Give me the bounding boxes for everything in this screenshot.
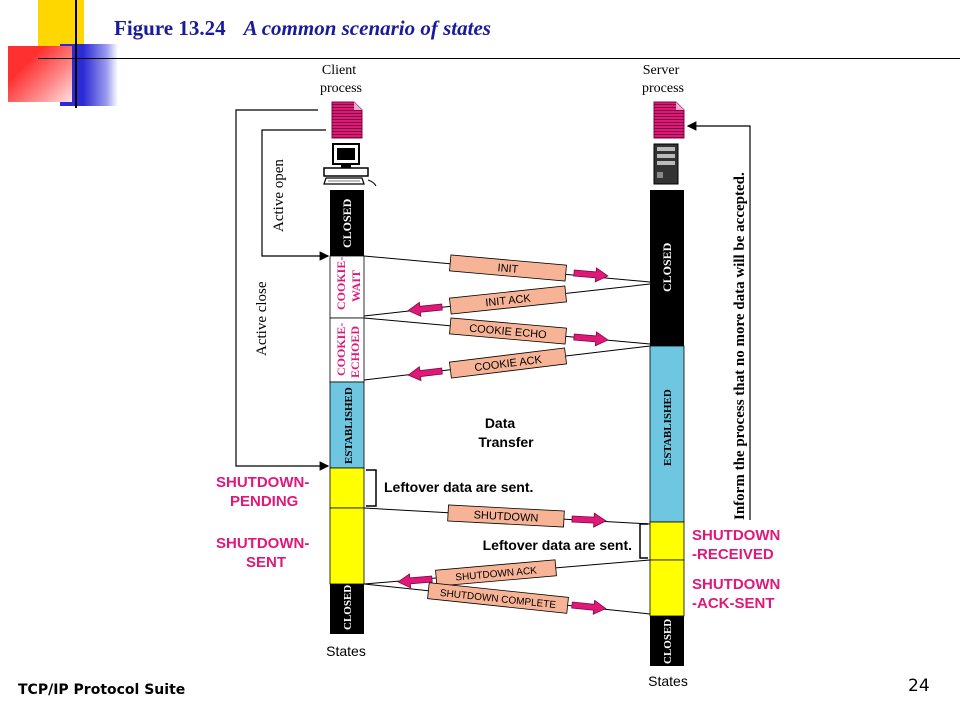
client-state-cookie-wait-1: COOKIE- <box>334 257 348 310</box>
footer-label: TCP/IP Protocol Suite <box>18 682 186 698</box>
server-title-line1: Server <box>643 63 680 78</box>
active-close-line <box>235 109 330 471</box>
figure-number: Figure 13.24 <box>114 16 226 40</box>
init-ack-message: INIT ACK <box>449 285 567 315</box>
deco-red-square <box>8 46 72 102</box>
cookie-ack-arrow-icon <box>407 365 443 382</box>
client-state-cookie-echoed-1: COOKIE- <box>334 323 348 376</box>
inform-process-label: Inform the process that no more data wil… <box>732 172 748 520</box>
cookie-echo-message: COOKIE ECHO <box>449 317 567 345</box>
active-close-label: Active close <box>254 281 270 356</box>
deco-vertical-line <box>75 0 77 108</box>
shutdown-complete-message: SHUTDOWN COMPLETE <box>427 582 569 614</box>
client-computer-icon <box>323 143 377 187</box>
server-tower-icon <box>653 143 679 185</box>
client-state-column <box>329 190 365 634</box>
server-state-column <box>649 190 685 666</box>
server-states-label: States <box>648 673 688 689</box>
client-document-icon <box>331 101 363 139</box>
init-ack-arrow-icon <box>407 301 443 317</box>
client-leftover-label: Leftover data are sent. <box>384 479 533 495</box>
figure-title: Figure 13.24 A common scenario of states <box>114 16 491 41</box>
client-shutdown-sent-2: SENT <box>246 554 286 571</box>
server-shutdown-ack-sent-1: SHUTDOWN <box>692 576 780 593</box>
init-label: INIT <box>497 262 519 276</box>
server-leftover-label: Leftover data are sent. <box>483 537 632 553</box>
server-document-icon <box>653 101 685 139</box>
cookie-ack-message: COOKIE ACK <box>449 347 567 379</box>
deco-horizontal-line <box>38 58 960 59</box>
page-number: 24 <box>908 676 930 696</box>
client-state-closed-1: CLOSED <box>340 198 354 248</box>
client-state-cookie-echoed-2: ECHOED <box>348 326 362 378</box>
init-ack-label: INIT ACK <box>485 293 532 310</box>
client-state-closed-2: CLOSED <box>342 585 354 630</box>
client-title-line2: process <box>320 81 362 96</box>
client-shutdown-sent-1: SHUTDOWN- <box>216 535 309 552</box>
client-shutdown-pending-2: PENDING <box>230 493 298 510</box>
init-arrow-icon <box>573 267 609 283</box>
shutdown-ack-arrow-icon <box>397 573 433 589</box>
shutdown-ack-message: SHUTDOWN ACK <box>435 559 557 587</box>
figure-caption: A common scenario of states <box>243 16 491 40</box>
shutdown-arrow-icon <box>571 512 607 528</box>
active-open-line <box>261 129 330 261</box>
cookie-echo-arrow-icon <box>573 331 609 347</box>
client-title-line1: Client <box>322 63 356 78</box>
client-state-cookie-wait-2: WAIT <box>349 270 363 302</box>
server-state-closed-1: CLOSED <box>660 242 674 292</box>
shutdown-message: SHUTDOWN <box>447 504 565 528</box>
server-shutdown-received-1: SHUTDOWN <box>692 527 780 544</box>
data-transfer-line1: Data <box>485 415 516 431</box>
shutdown-label: SHUTDOWN <box>473 509 538 524</box>
server-leftover-bracket <box>639 523 648 559</box>
client-shutdown-pending-1: SHUTDOWN- <box>216 474 309 491</box>
server-shutdown-ack-sent-2: -ACK-SENT <box>692 595 775 612</box>
init-message: INIT <box>449 254 567 282</box>
server-shutdown-received-2: -RECEIVED <box>692 546 774 563</box>
client-leftover-bracket <box>366 469 377 507</box>
active-open-label: Active open <box>271 159 287 232</box>
server-state-closed-2: CLOSED <box>662 619 674 664</box>
server-title-line2: process <box>642 81 684 96</box>
client-states-label: States <box>326 643 366 659</box>
inform-process-line <box>686 121 751 520</box>
client-state-established: ESTABLISHED <box>343 387 355 464</box>
data-transfer-line2: Transfer <box>478 434 534 450</box>
shutdown-complete-arrow-icon <box>571 599 607 615</box>
server-state-established: ESTABLISHED <box>662 389 674 466</box>
